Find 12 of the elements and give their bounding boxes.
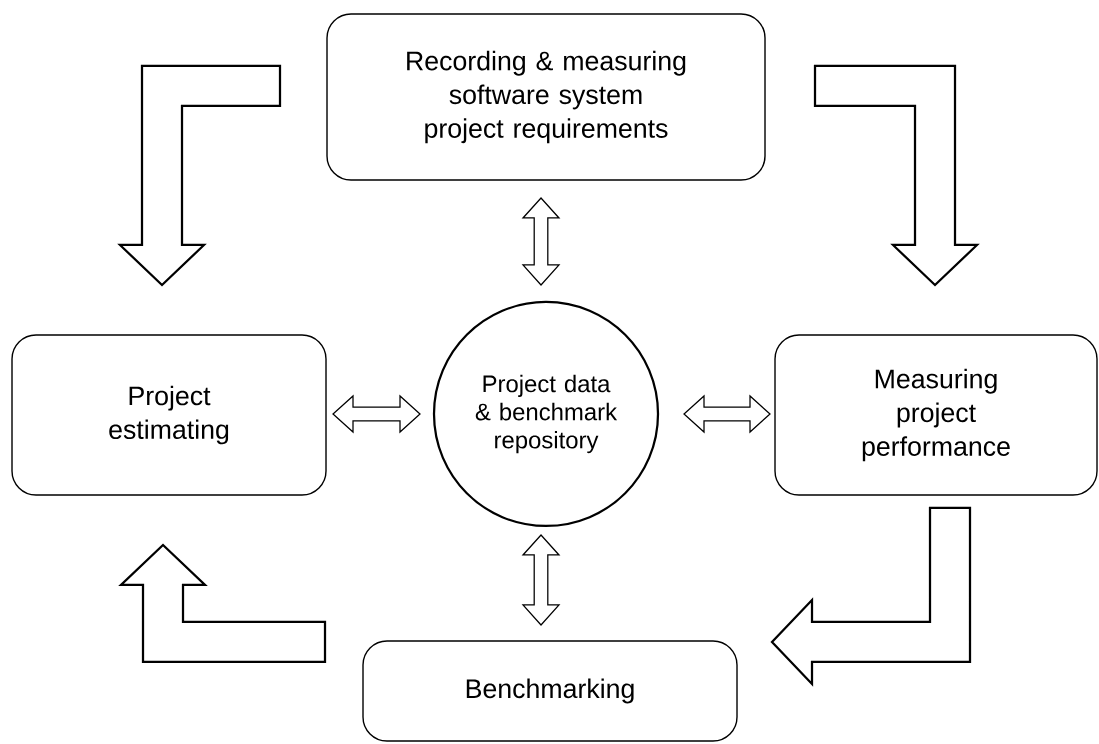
block-arrow	[117, 64, 282, 287]
process-box: Measuring project performance	[774, 334, 1098, 496]
double-arrow	[683, 394, 771, 434]
double-arrow	[332, 394, 421, 434]
block-arrow	[770, 506, 972, 687]
process-box: Project estimating	[11, 334, 327, 496]
process-box: Benchmarking	[362, 640, 738, 742]
double-arrow	[521, 534, 561, 626]
process-box: Recording & measuring software system project requirements	[326, 13, 766, 181]
block-arrow	[118, 543, 327, 664]
double-arrow	[521, 197, 561, 286]
block-arrow	[813, 64, 980, 287]
